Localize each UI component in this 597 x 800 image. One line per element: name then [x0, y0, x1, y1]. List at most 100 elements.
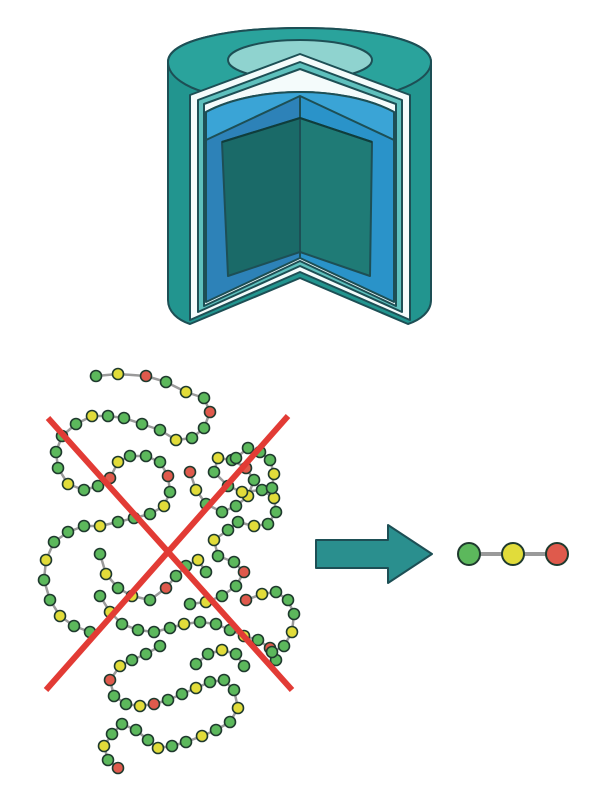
tangle-bead [163, 485, 177, 499]
tangle-bead [131, 623, 145, 637]
tangle-bead [241, 441, 255, 455]
tangle-bead [159, 375, 173, 389]
tangle-bead [117, 411, 131, 425]
tangle-bead [111, 515, 125, 529]
tangle-bead [169, 569, 183, 583]
tangle-bead [67, 619, 81, 633]
tangle-bead [231, 515, 245, 529]
tangle-bead [265, 645, 279, 659]
tangle-bead [255, 587, 269, 601]
tangle-bead [211, 549, 225, 563]
tangle-bead [197, 421, 211, 435]
tangle-bead [101, 409, 115, 423]
tangle-bead [115, 717, 129, 731]
tangle-bead [153, 423, 167, 437]
tangle-bead [139, 449, 153, 463]
tangled-chain [37, 367, 301, 775]
tangle-bead [217, 673, 231, 687]
tangle-bead [147, 625, 161, 639]
tangle-bead [177, 617, 191, 631]
tangle-bead [189, 681, 203, 695]
red-cross [43, 414, 295, 693]
tangle-bead [237, 659, 251, 673]
tangle-bead [183, 465, 197, 479]
tangle-bead [61, 477, 75, 491]
tangle-bead [161, 469, 175, 483]
tangle-bead [143, 507, 157, 521]
tangle-bead [203, 405, 217, 419]
tangle-bead [43, 593, 57, 607]
tangle-bead [263, 453, 277, 467]
tangle-bead [93, 519, 107, 533]
tangle-bead [85, 409, 99, 423]
short-chain [457, 542, 569, 566]
tangle-bead [251, 633, 265, 647]
tangle-bead [165, 739, 179, 753]
tangle-bead [77, 519, 91, 533]
tangle-bead [105, 727, 119, 741]
tangle-bead [47, 535, 61, 549]
core-left [221, 117, 301, 277]
tangle-bead [37, 573, 51, 587]
tangle-bead [141, 733, 155, 747]
tangle-bead [89, 369, 103, 383]
tangle-bead [51, 461, 65, 475]
tangle-bead [159, 581, 173, 595]
tangle-bead [133, 699, 147, 713]
tangle-bead [99, 567, 113, 581]
tangle-bead [153, 639, 167, 653]
tangle-bead [235, 485, 249, 499]
short-chain-bead-red [545, 542, 569, 566]
tangle-bead [207, 465, 221, 479]
tangle-bead [179, 385, 193, 399]
right-arrow [315, 524, 433, 584]
tangle-bead [185, 431, 199, 445]
tangle-bead [223, 715, 237, 729]
tangle-bead [123, 449, 137, 463]
tangle-bead [211, 451, 225, 465]
tangle-bead [119, 697, 133, 711]
tangle-bead [229, 579, 243, 593]
tangle-bead [197, 391, 211, 405]
tangle-bead [151, 741, 165, 755]
red-cross-stroke-2 [43, 414, 291, 692]
tangle-bead [129, 723, 143, 737]
tangle-bead [97, 739, 111, 753]
tangle-bead [221, 523, 235, 537]
tangle-bead [103, 673, 117, 687]
tangle-bead [191, 553, 205, 567]
tangle-bead [215, 505, 229, 519]
tangle-bead [269, 505, 283, 519]
tangle-bead [111, 581, 125, 595]
tangle-bead [111, 455, 125, 469]
tangle-bead [285, 625, 299, 639]
tangle-bead [183, 597, 197, 611]
tangle-bead [161, 693, 175, 707]
tangle-bead [69, 417, 83, 431]
tangle-bead [239, 593, 253, 607]
tangle-bead [229, 647, 243, 661]
tangle-bead [157, 499, 171, 513]
tangle-bead [147, 697, 161, 711]
tangle-bead [227, 555, 241, 569]
tangle-bead [207, 533, 221, 547]
tangle-bead [195, 729, 209, 743]
core-top-edge [221, 117, 373, 143]
tangle-bead [93, 547, 107, 561]
tangle-bead [209, 723, 223, 737]
tangle-bead [281, 593, 295, 607]
tangle-bead [101, 753, 115, 767]
tangle-bead [77, 483, 91, 497]
tangle-bead [269, 585, 283, 599]
tangle-bead [189, 657, 203, 671]
tangle-bead [229, 451, 243, 465]
tangle-bead [135, 417, 149, 431]
short-chain-bead-green [457, 542, 481, 566]
tangle-bead [201, 647, 215, 661]
tangle-bead [163, 621, 177, 635]
tangle-bead [277, 639, 291, 653]
tangle-bead [265, 481, 279, 495]
tangle-bead [189, 483, 203, 497]
tangle-bead [237, 565, 251, 579]
